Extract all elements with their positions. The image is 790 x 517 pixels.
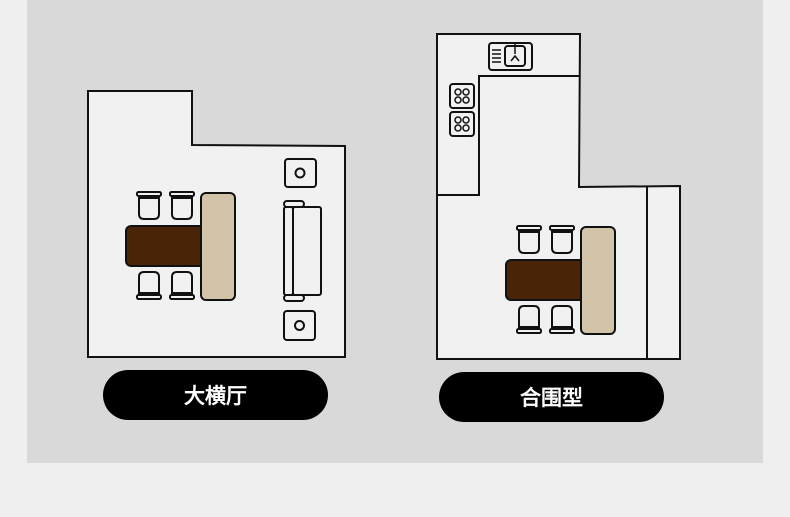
chair-icon xyxy=(516,305,542,334)
layout-label-text: 合围型 xyxy=(520,386,583,410)
side-table-icon xyxy=(283,310,316,341)
chair-icon xyxy=(136,191,162,220)
cooktop-icon xyxy=(449,111,475,137)
floor-plan-large-living xyxy=(87,90,346,358)
layout-label-enclosed: 合围型 xyxy=(439,372,664,422)
floor-plan-enclosed xyxy=(436,33,681,360)
layout-label-large-living: 大横厅 xyxy=(103,370,328,420)
dining-table xyxy=(505,259,591,301)
island-counter xyxy=(200,192,236,301)
cooktop-icon xyxy=(449,83,475,109)
chair-icon xyxy=(169,191,195,220)
chair-icon xyxy=(516,225,542,254)
layout-label-text: 大横厅 xyxy=(184,384,247,408)
side-table-icon xyxy=(284,158,317,188)
chair-icon xyxy=(136,271,162,300)
dining-table xyxy=(125,225,209,267)
chair-icon xyxy=(549,305,575,334)
island-counter xyxy=(580,226,616,335)
sofa-icon xyxy=(283,200,322,302)
oven-icon xyxy=(488,42,533,71)
chair-icon xyxy=(549,225,575,254)
chair-icon xyxy=(169,271,195,300)
